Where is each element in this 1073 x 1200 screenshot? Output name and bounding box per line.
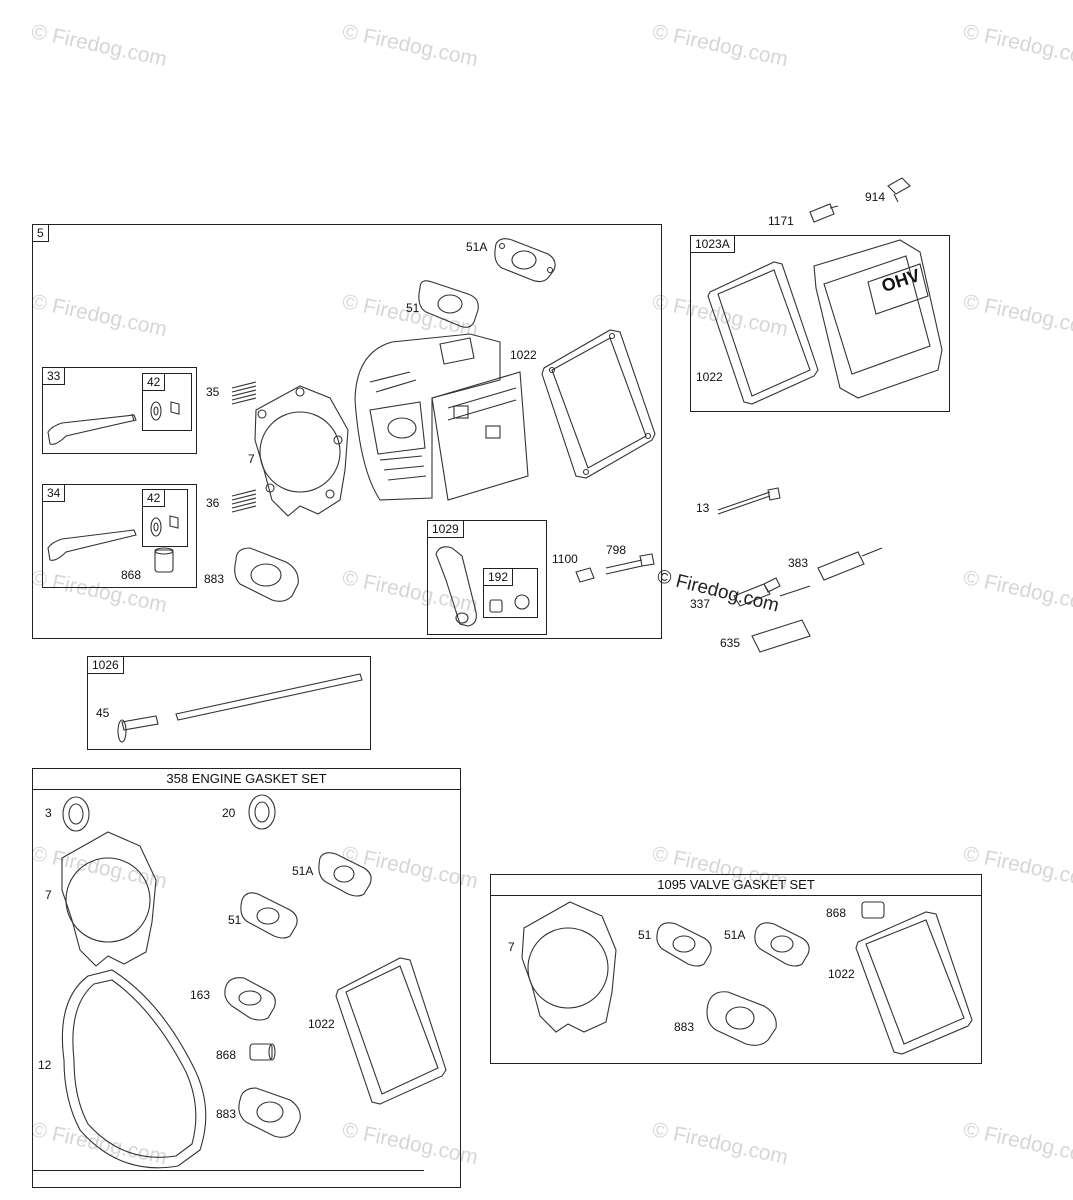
rocker-arm-box: 1029	[427, 520, 547, 635]
part-label: 1100	[552, 552, 578, 566]
watermark: © Firedog.com	[29, 20, 170, 72]
group-tag: 1029	[427, 520, 464, 538]
part-label: 868	[121, 568, 142, 582]
pushrod-drawing	[117, 673, 363, 743]
part-label: 914	[865, 190, 886, 204]
valve-keeper-box: 42	[142, 489, 188, 547]
firedog-stamp: © Firedog.com	[654, 566, 782, 617]
part-label: 51A	[292, 864, 314, 878]
group-tag: 192	[483, 568, 514, 586]
part-label: 45	[96, 706, 110, 720]
valve-cover-drawing	[707, 239, 943, 405]
intake-gasket-drawing	[418, 238, 556, 328]
cylinder-head-drawing	[354, 333, 529, 501]
part-label: 51	[228, 913, 242, 927]
part-label: 635	[720, 636, 741, 650]
group-tag: 1026	[87, 656, 124, 674]
part-label: 1171	[768, 214, 794, 228]
spark-plug-drawing	[733, 547, 883, 653]
valve-keeper-box: 42	[142, 373, 192, 431]
group-tag: 1023A	[690, 235, 735, 253]
part-label: 7	[508, 940, 515, 954]
part-label: 12	[38, 1058, 52, 1072]
part-label: 883	[204, 572, 225, 586]
part-label: 7	[248, 452, 255, 466]
part-label: 20	[222, 806, 236, 820]
exhaust-gasket-drawing	[234, 547, 299, 602]
group-tag: 42	[142, 373, 166, 391]
part-label: 337	[690, 597, 711, 611]
group-tag: 34	[42, 484, 66, 502]
engine-gasket-set-drawing	[61, 794, 447, 1169]
part-label: 883	[216, 1107, 237, 1121]
group-tag: 5	[32, 224, 49, 242]
valve-spring-drawing	[231, 381, 257, 513]
part-label: 1022	[308, 1017, 335, 1031]
watermark: © Firedog.com	[961, 1118, 1073, 1170]
part-label: 1022	[828, 967, 855, 981]
part-label: 13	[696, 501, 710, 515]
cover-gasket-drawing	[541, 329, 656, 479]
watermark: © Firedog.com	[961, 566, 1073, 618]
rocker-arm-drawing	[435, 546, 530, 627]
watermark: © Firedog.com	[650, 20, 791, 72]
engine-gasket-set-box: 358 ENGINE GASKET SET	[32, 768, 461, 1188]
adjuster-stud-drawing	[575, 553, 655, 583]
exhaust-valve-box: 34	[42, 484, 197, 588]
part-label: 163	[190, 988, 211, 1002]
part-label: 883	[674, 1020, 695, 1034]
cylinder-head-group-box: 5	[32, 224, 662, 639]
part-label: 36	[206, 496, 220, 510]
part-label: 51A	[724, 928, 746, 942]
part-label: 798	[606, 543, 627, 557]
part-label: 1022	[510, 348, 537, 362]
part-label: 868	[826, 906, 847, 920]
part-label: 3	[45, 806, 52, 820]
part-label: 383	[788, 556, 809, 570]
part-label: 7	[45, 888, 52, 902]
part-label: 35	[206, 385, 220, 399]
intake-valve-drawing	[47, 401, 180, 445]
valve-gasket-set-title: 1095 VALVE GASKET SET	[491, 875, 981, 896]
valve-gasket-set-box: 1095 VALVE GASKET SET	[490, 874, 982, 1064]
valve-gasket-set-drawing	[521, 901, 973, 1055]
part-label: 868	[216, 1048, 237, 1062]
watermark: © Firedog.com	[650, 1118, 791, 1170]
breather-drawing	[809, 177, 911, 223]
watermark: © Firedog.com	[961, 290, 1073, 342]
intake-valve-box: 33	[42, 367, 197, 454]
exhaust-valve-drawing	[47, 515, 179, 573]
part-label: 51	[406, 301, 420, 315]
pushrod-box: 1026	[87, 656, 371, 750]
part-label: 51A	[466, 240, 488, 254]
head-gasket-drawing	[254, 385, 349, 517]
watermark: © Firedog.com	[961, 20, 1073, 72]
valve-cover-box: 1023A	[690, 235, 950, 412]
bolt-drawing	[717, 487, 781, 515]
part-label: 1022	[696, 370, 723, 384]
watermark: © Firedog.com	[340, 20, 481, 72]
engine-gasket-set-bottom-rule	[32, 1170, 424, 1171]
rocker-adjuster-box: 192	[483, 568, 538, 618]
group-tag: 42	[142, 489, 166, 507]
part-label: 51	[638, 928, 652, 942]
group-tag: 33	[42, 367, 66, 385]
engine-gasket-set-title: 358 ENGINE GASKET SET	[33, 769, 460, 790]
